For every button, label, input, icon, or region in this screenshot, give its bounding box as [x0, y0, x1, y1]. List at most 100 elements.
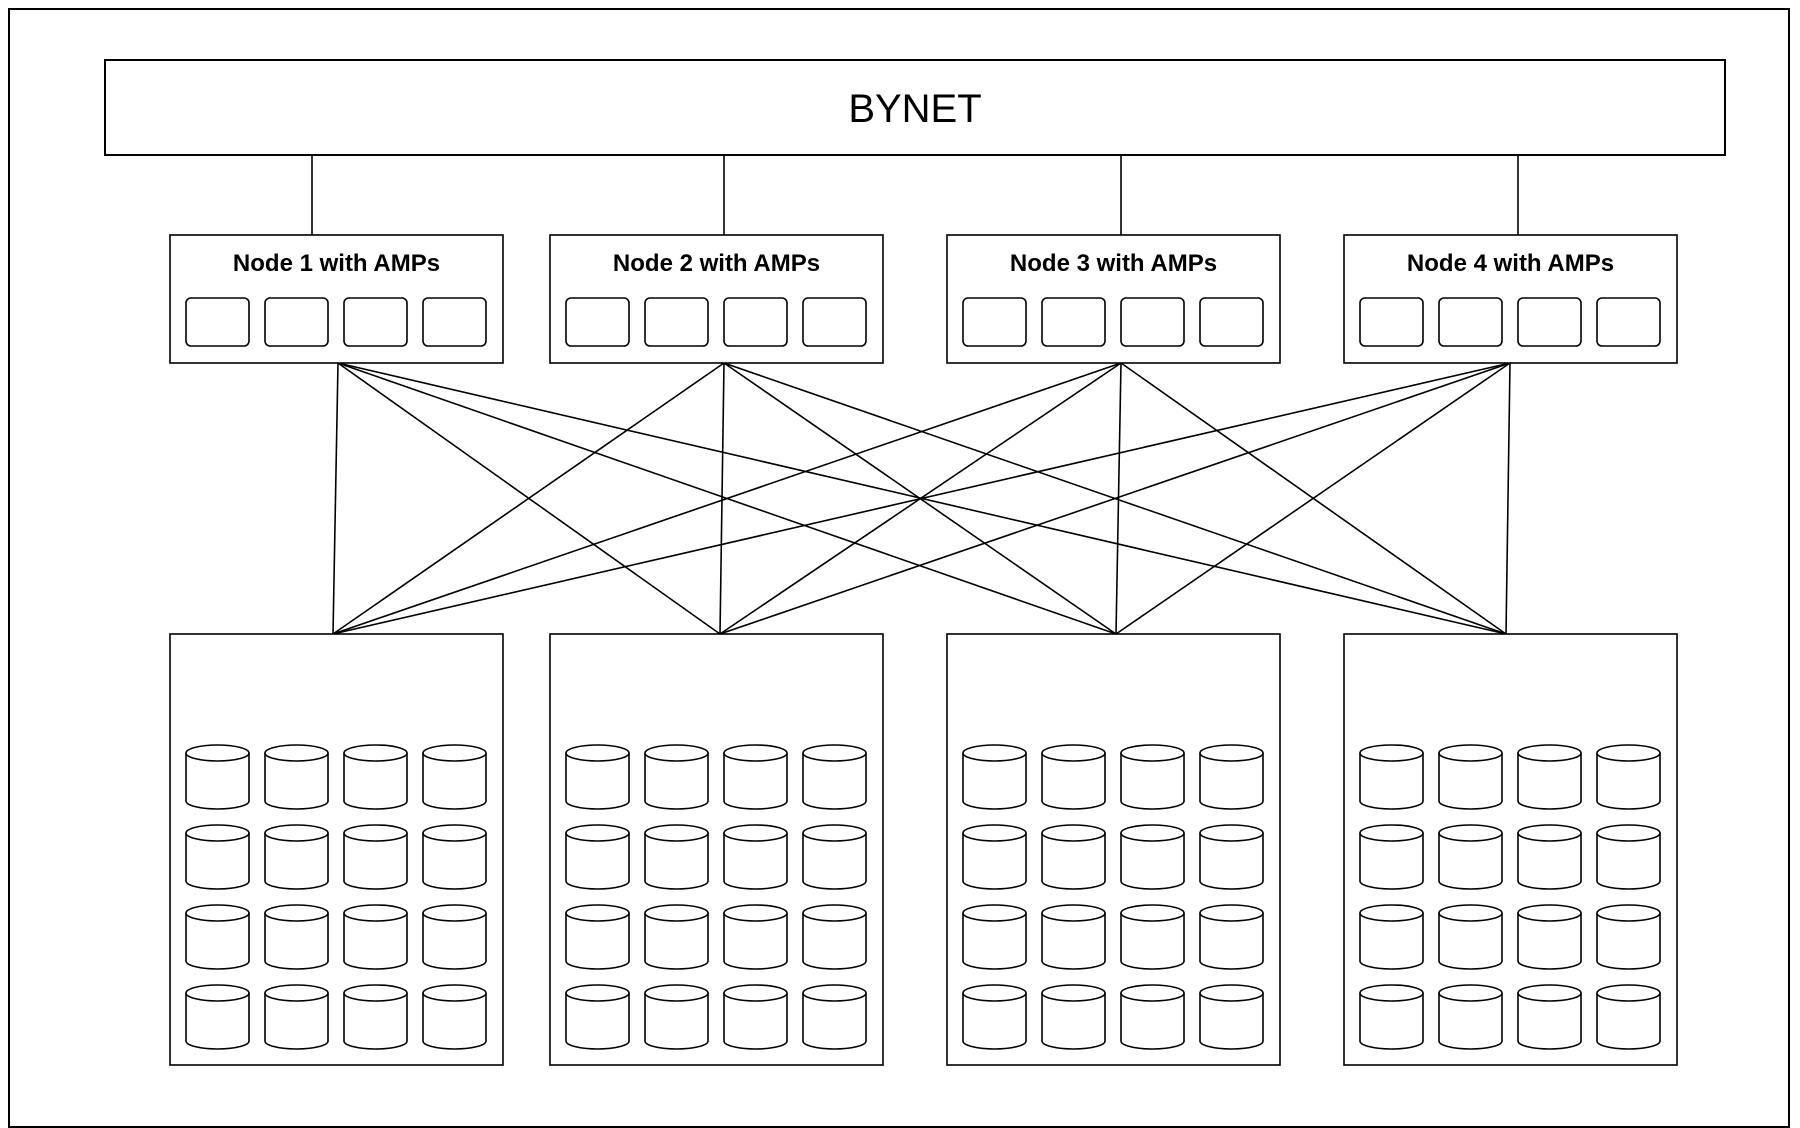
disk-icon — [1517, 744, 1582, 810]
amp-box — [1517, 297, 1582, 347]
disk-icon — [422, 824, 487, 890]
disk-icon — [723, 744, 788, 810]
disk-icon — [723, 824, 788, 890]
disk-icon — [343, 904, 408, 970]
amp-box — [644, 297, 709, 347]
bynet-label: BYNET — [848, 87, 981, 131]
disk-icon — [185, 904, 250, 970]
storage-array-2 — [549, 633, 884, 1066]
disk-icon — [1359, 824, 1424, 890]
disk-icon — [264, 824, 329, 890]
storage-group — [169, 633, 1678, 1066]
link-node4-storage4 — [1505, 362, 1511, 635]
amp-box — [422, 297, 487, 347]
amp-box — [723, 297, 788, 347]
disk-icon — [802, 824, 867, 890]
disk-icon — [802, 904, 867, 970]
disk-icon — [1199, 904, 1264, 970]
disk-icon — [1438, 984, 1503, 1050]
amp-box — [1359, 297, 1424, 347]
storage-array-1 — [169, 633, 504, 1066]
amp-box — [1199, 297, 1264, 347]
disk-icon — [1438, 904, 1503, 970]
disk-icon — [343, 744, 408, 810]
disk-icon — [802, 984, 867, 1050]
disk-icon — [1199, 744, 1264, 810]
disk-icon — [1517, 824, 1582, 890]
amp-box — [802, 297, 867, 347]
amp-box — [1438, 297, 1503, 347]
node-label: Node 4 with AMPs — [1407, 250, 1614, 277]
disk-icon — [644, 824, 709, 890]
amp-box — [565, 297, 630, 347]
disk-icon — [1120, 904, 1185, 970]
disk-icon — [1517, 984, 1582, 1050]
disk-icon — [565, 824, 630, 890]
disk-icon — [1596, 904, 1661, 970]
disk-icon — [565, 984, 630, 1050]
link-node3-storage1 — [332, 362, 1122, 635]
disk-icon — [644, 984, 709, 1050]
disk-icon — [343, 984, 408, 1050]
disk-icon — [644, 904, 709, 970]
disk-icon — [1517, 904, 1582, 970]
node-storage-links — [311, 155, 1519, 635]
disk-icon — [644, 744, 709, 810]
disk-icon — [1359, 744, 1424, 810]
node-group: Node 1 with AMPs Node 2 with AMPs Node 3 w… — [169, 234, 1678, 364]
disk-icon — [962, 744, 1027, 810]
disk-icon — [1438, 824, 1503, 890]
disk-icon — [1596, 824, 1661, 890]
node-2: Node 2 with AMPs — [549, 234, 884, 364]
amp-box — [962, 297, 1027, 347]
amp-box — [185, 297, 250, 347]
disk-icon — [1359, 984, 1424, 1050]
node-4: Node 4 with AMPs — [1343, 234, 1678, 364]
link-node2-storage2 — [719, 362, 725, 635]
amp-box — [1596, 297, 1661, 347]
amp-box — [264, 297, 329, 347]
link-node1-storage1 — [332, 362, 339, 635]
disk-icon — [802, 744, 867, 810]
disk-icon — [1596, 984, 1661, 1050]
disk-icon — [1120, 984, 1185, 1050]
node-1: Node 1 with AMPs — [169, 234, 504, 364]
node-label: Node 3 with AMPs — [1010, 250, 1217, 277]
node-3: Node 3 with AMPs — [946, 234, 1281, 364]
disk-icon — [1120, 744, 1185, 810]
disk-icon — [1120, 824, 1185, 890]
disk-icon — [1199, 824, 1264, 890]
disk-icon — [185, 984, 250, 1050]
disk-icon — [185, 824, 250, 890]
disk-icon — [264, 904, 329, 970]
node-label: Node 1 with AMPs — [233, 250, 440, 277]
disk-icon — [962, 984, 1027, 1050]
disk-icon — [723, 904, 788, 970]
disk-icon — [962, 824, 1027, 890]
disk-icon — [565, 904, 630, 970]
disk-icon — [1596, 744, 1661, 810]
disk-icon — [343, 824, 408, 890]
link-node3-storage3 — [1115, 362, 1122, 635]
node-label: Node 2 with AMPs — [613, 250, 820, 277]
disk-icon — [1199, 984, 1264, 1050]
link-node2-storage1 — [332, 362, 725, 635]
disk-icon — [422, 984, 487, 1050]
amp-box — [1041, 297, 1106, 347]
disk-icon — [1359, 904, 1424, 970]
disk-icon — [723, 984, 788, 1050]
disk-icon — [1438, 744, 1503, 810]
disk-icon — [962, 904, 1027, 970]
link-node4-storage1 — [332, 362, 1511, 635]
disk-icon — [1041, 744, 1106, 810]
disk-icon — [1041, 984, 1106, 1050]
disk-icon — [1041, 824, 1106, 890]
amp-box — [1120, 297, 1185, 347]
link-node4-storage3 — [1115, 362, 1511, 635]
disk-icon — [264, 744, 329, 810]
disk-icon — [565, 744, 630, 810]
bynet-bus: BYNET — [104, 59, 1726, 156]
disk-icon — [422, 744, 487, 810]
storage-array-3 — [946, 633, 1281, 1066]
